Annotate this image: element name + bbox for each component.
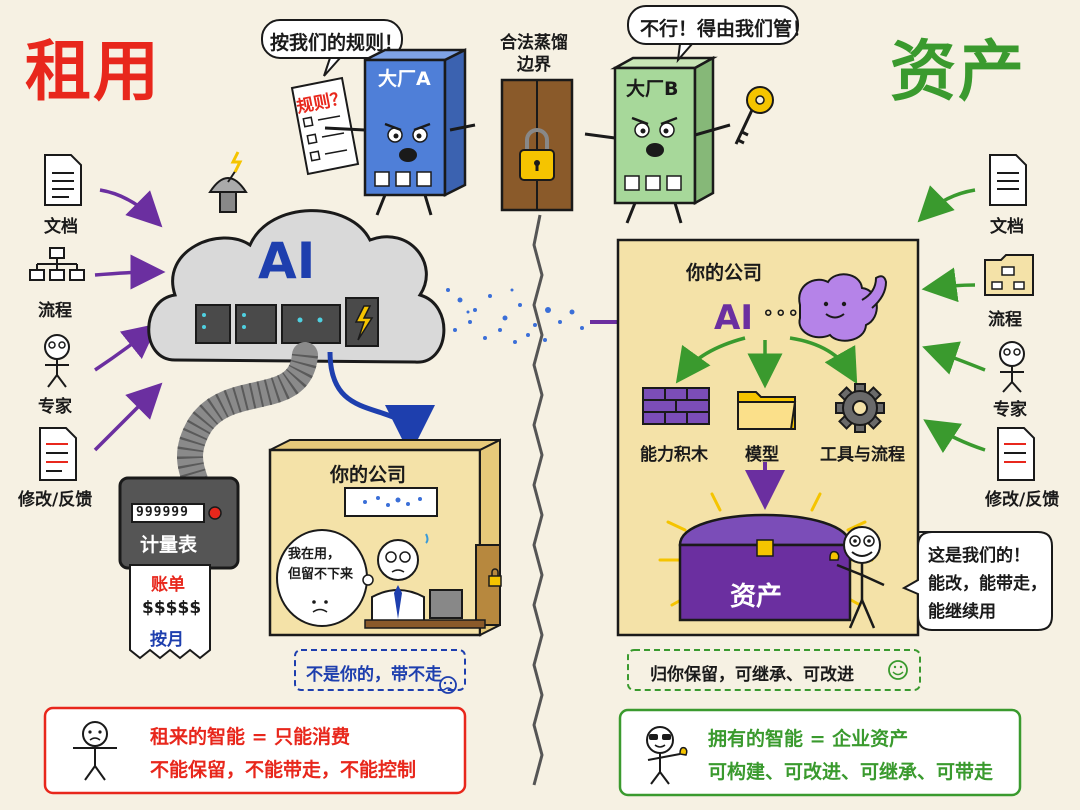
factory-b-label: 大厂B [626, 74, 678, 101]
ai-dots: ∘∘∘ [762, 300, 800, 324]
left-note: 不是你的，带不走 [306, 660, 442, 685]
factory-a-label: 大厂A [378, 64, 431, 91]
flowchart-icon [30, 248, 84, 280]
right-input-label: 专家 [993, 395, 1027, 420]
folder-icon [738, 392, 795, 429]
document-icon [45, 155, 81, 205]
component-label: 模型 [745, 440, 779, 465]
right-ai-label: AI [714, 298, 753, 338]
gear-icon [836, 384, 884, 432]
bill-period: 按月 [150, 625, 184, 650]
feedback-icon [998, 428, 1034, 480]
boundary-label: 合法蒸馏 边界 [500, 32, 568, 76]
boundary-door [502, 80, 572, 210]
building-blocks-icon [643, 388, 709, 424]
left-input-label: 专家 [38, 392, 72, 417]
asset-label: 资产 [730, 576, 782, 613]
factory-b-speech: 不行！得由我们管！ [640, 14, 811, 41]
left-summary-line1: 租来的智能 = 只能消费 [150, 722, 350, 749]
laptop-icon [430, 590, 462, 618]
left-input-label: 文档 [44, 212, 78, 237]
own-title: 资产 [890, 18, 1026, 114]
meter-label: 计量表 [140, 530, 197, 557]
boundary-line [534, 215, 542, 785]
satellite-dish-icon [210, 152, 246, 212]
factory-a-speech: 按我们的规则！ [270, 28, 403, 55]
right-note: 归你保留，可继承、可改进 [650, 660, 854, 685]
server-rack-icon [196, 298, 378, 346]
right-input-label: 流程 [988, 305, 1022, 330]
expert-icon [45, 335, 69, 387]
left-thought-text: 我在用， 但留不下来 [288, 545, 353, 585]
right-summary-line2: 可构建、可改进、可继承、可带走 [708, 757, 993, 784]
right-input-label: 修改/反馈 [985, 485, 1059, 510]
component-label: 能力积木 [640, 440, 708, 465]
rent-title: 租用 [25, 18, 161, 114]
component-label: 工具与流程 [820, 440, 905, 465]
left-input-label: 修改/反馈 [18, 485, 92, 510]
left-input-label: 流程 [38, 296, 72, 321]
key-icon [736, 87, 773, 144]
feedback-icon [40, 428, 76, 480]
bill-amount: $$$$$ [142, 598, 201, 618]
right-summary-line1: 拥有的智能 = 企业资产 [708, 724, 908, 751]
bill-title: 账单 [151, 570, 185, 595]
smile-icon [889, 661, 907, 679]
left-summary-line2: 不能保留，不能带走，不能控制 [150, 755, 416, 782]
document-icon [990, 155, 1026, 205]
flowchart-icon [985, 255, 1033, 295]
meter-digits: 999999 [136, 505, 189, 520]
data-particles [446, 288, 584, 344]
cloud-ai-label: AI [258, 232, 315, 290]
expert-icon [1000, 342, 1024, 392]
right-company-title: 你的公司 [686, 258, 762, 285]
right-speech-text: 这是我们的！ 能改，能带走， 能继续用 [928, 542, 1047, 626]
right-input-label: 文档 [990, 212, 1024, 237]
left-company-title: 你的公司 [330, 460, 406, 487]
